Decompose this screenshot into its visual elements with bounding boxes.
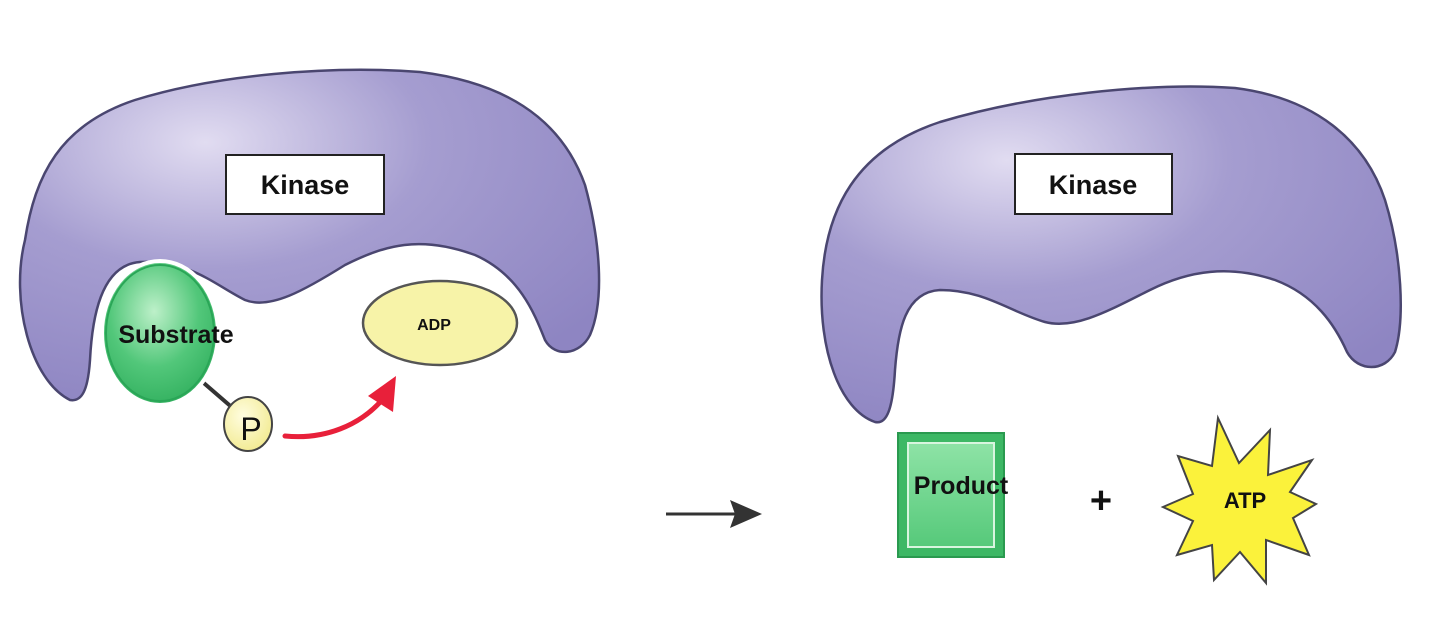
phosphate-transfer-arrow [282, 376, 396, 440]
adp-label: ADP [417, 317, 451, 334]
reaction-arrow [666, 500, 762, 528]
adp-molecule: ADP [361, 279, 519, 367]
atp-label: ATP [1224, 488, 1266, 513]
product-label: Product [914, 472, 1009, 500]
substrate-label: Substrate [118, 321, 233, 349]
product-block: Product [897, 432, 1009, 558]
phosphate-group: P [223, 396, 273, 452]
substrate-sphere: Substrate [100, 259, 234, 407]
right-kinase-label: Kinase [1049, 170, 1138, 200]
atp-starburst: ATP [1160, 414, 1319, 586]
phosphate-label: P [240, 411, 261, 447]
right-enzyme-shape [820, 85, 1402, 424]
plus-sign: + [1090, 480, 1112, 522]
left-kinase-label-box: Kinase [225, 154, 385, 215]
phosphate-bond [196, 376, 237, 412]
atp-star-shape [1160, 414, 1319, 586]
right-kinase-enzyme [820, 85, 1402, 424]
right-kinase-label-box: Kinase [1014, 153, 1173, 215]
left-kinase-label: Kinase [261, 170, 350, 200]
